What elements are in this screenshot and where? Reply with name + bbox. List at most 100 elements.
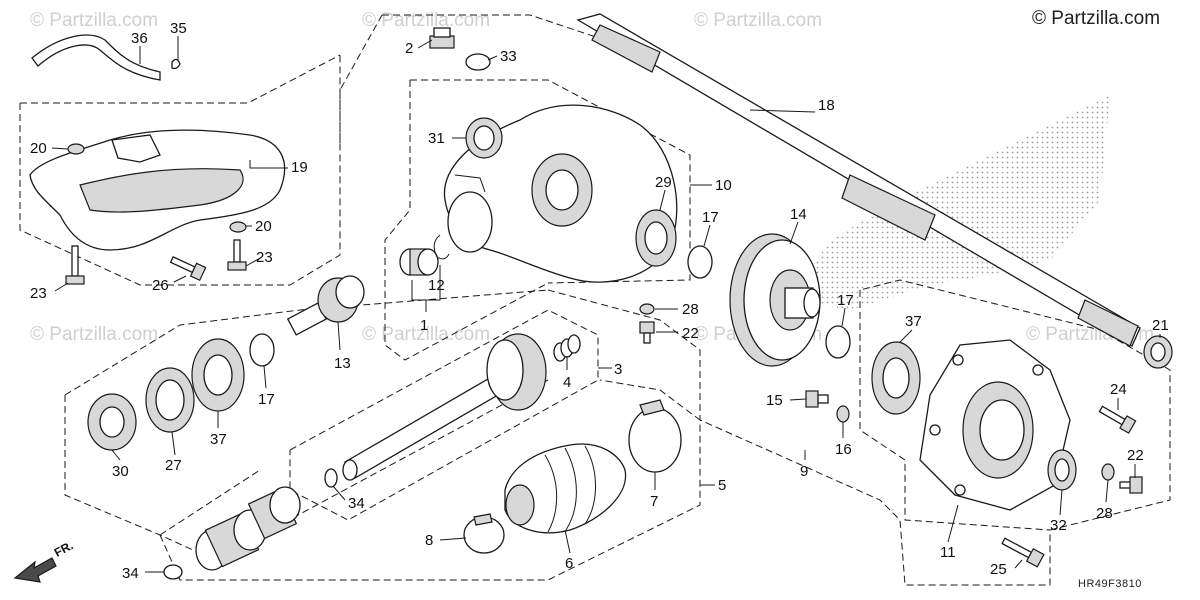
callout-22: 22 (1127, 447, 1144, 464)
front-direction-arrow (13, 557, 57, 583)
drain-bolt (1119, 476, 1143, 494)
callout-27: 27 (165, 457, 182, 474)
callout-9: 9 (800, 463, 808, 480)
callout-17: 17 (258, 391, 275, 408)
watermark: © Partzilla.com (362, 324, 490, 345)
callout-30: 30 (112, 463, 129, 480)
callout-10: 10 (715, 177, 732, 194)
watermark: © Partzilla.com (362, 10, 490, 31)
propeller-shaft (342, 333, 547, 481)
circlip (433, 234, 450, 260)
callout-17: 17 (837, 292, 854, 309)
check-plug (805, 390, 829, 408)
oil-seal-inner (473, 125, 495, 151)
compression-spring (553, 334, 581, 362)
rear-axle-shaft (576, 13, 1141, 347)
callout-13: 13 (334, 355, 351, 372)
callout-15: 15 (766, 392, 783, 409)
copyright-notice: © Partzilla.com (1032, 8, 1161, 29)
ball-bearing-inner (644, 221, 668, 255)
breather-hose (31, 34, 161, 81)
callout-34: 34 (122, 565, 139, 582)
callout-28: 28 (682, 301, 699, 318)
skid-plate-rib (79, 168, 244, 213)
flange-bolt (1098, 405, 1137, 434)
callout-32: 32 (1050, 517, 1067, 534)
callout-3: 3 (614, 361, 622, 378)
o-ring (465, 53, 491, 71)
flange-bolt (169, 255, 207, 282)
callout-11: 11 (940, 544, 956, 561)
oil-seal-inner (99, 406, 125, 438)
sealing-washer (1101, 463, 1115, 481)
callout-5: 5 (718, 477, 726, 494)
case-bore (447, 191, 493, 253)
callout-21: 21 (1152, 317, 1169, 334)
thrust-shim (249, 333, 275, 367)
callout-18: 18 (818, 97, 835, 114)
callout-29: 29 (655, 174, 672, 191)
watermark: © Partzilla.com (694, 10, 822, 31)
callout-24: 24 (1110, 381, 1127, 398)
skid-plate-tab (111, 134, 161, 163)
callout-6: 6 (565, 555, 573, 572)
callout-34: 34 (348, 495, 365, 512)
lock-nut-inner (155, 379, 185, 421)
callout-20: 20 (30, 140, 47, 157)
callout-19: 19 (291, 159, 308, 176)
callout-35: 35 (170, 20, 187, 37)
callout-12: 12 (428, 277, 445, 294)
callout-7: 7 (650, 493, 658, 510)
sealing-washer (836, 405, 850, 423)
boot-band (463, 513, 505, 554)
callout-16: 16 (835, 441, 852, 458)
callout-1: 1 (420, 317, 428, 334)
callout-25: 25 (990, 561, 1007, 578)
diagram-code: HR49F3810 (1078, 578, 1142, 590)
callout-20: 20 (255, 218, 272, 235)
filler-plug (429, 27, 455, 49)
joint-boot (504, 443, 627, 534)
breather-pipe (454, 174, 486, 193)
callout-37: 37 (210, 431, 227, 448)
case-bore-core (545, 169, 579, 211)
watermark: © Partzilla.com (30, 10, 158, 31)
oil-seal-inner (1054, 458, 1070, 482)
universal-joint (195, 486, 301, 571)
axle-seal-inner (1150, 342, 1166, 362)
sealing-washer (639, 303, 655, 315)
callout-37: 37 (905, 313, 922, 330)
callout-36: 36 (131, 30, 148, 47)
thrust-shim (687, 245, 713, 279)
flange-bolt (1001, 537, 1045, 568)
wing-logo-background (790, 95, 1110, 310)
o-ring (163, 564, 183, 580)
callout-8: 8 (425, 532, 433, 549)
callout-4: 4 (563, 374, 571, 391)
callout-26: 26 (152, 277, 169, 294)
boot-band (628, 399, 682, 473)
ball-bearing-inner (203, 354, 233, 396)
callout-23: 23 (256, 249, 273, 266)
callout-28: 28 (1096, 505, 1113, 522)
drain-bolt (639, 321, 655, 344)
hose-clip (171, 58, 181, 70)
drive-pinion-gear (286, 275, 365, 336)
rubber-washer (67, 143, 85, 155)
flange-bolt (227, 239, 247, 271)
callout-14: 14 (790, 206, 807, 223)
callout-31: 31 (428, 130, 445, 147)
callout-17: 17 (702, 209, 719, 226)
thrust-shim (825, 325, 851, 359)
callout-2: 2 (405, 40, 413, 57)
leader-lines (51, 36, 1161, 573)
callout-23: 23 (30, 285, 47, 302)
ball-bearing-inner (882, 357, 910, 399)
ring-gear (729, 233, 821, 367)
flange-bolt (65, 245, 85, 285)
watermark: © Partzilla.com (30, 324, 158, 345)
o-ring (324, 468, 338, 488)
rubber-washer (229, 221, 247, 233)
gear-case-cover (919, 339, 1071, 511)
